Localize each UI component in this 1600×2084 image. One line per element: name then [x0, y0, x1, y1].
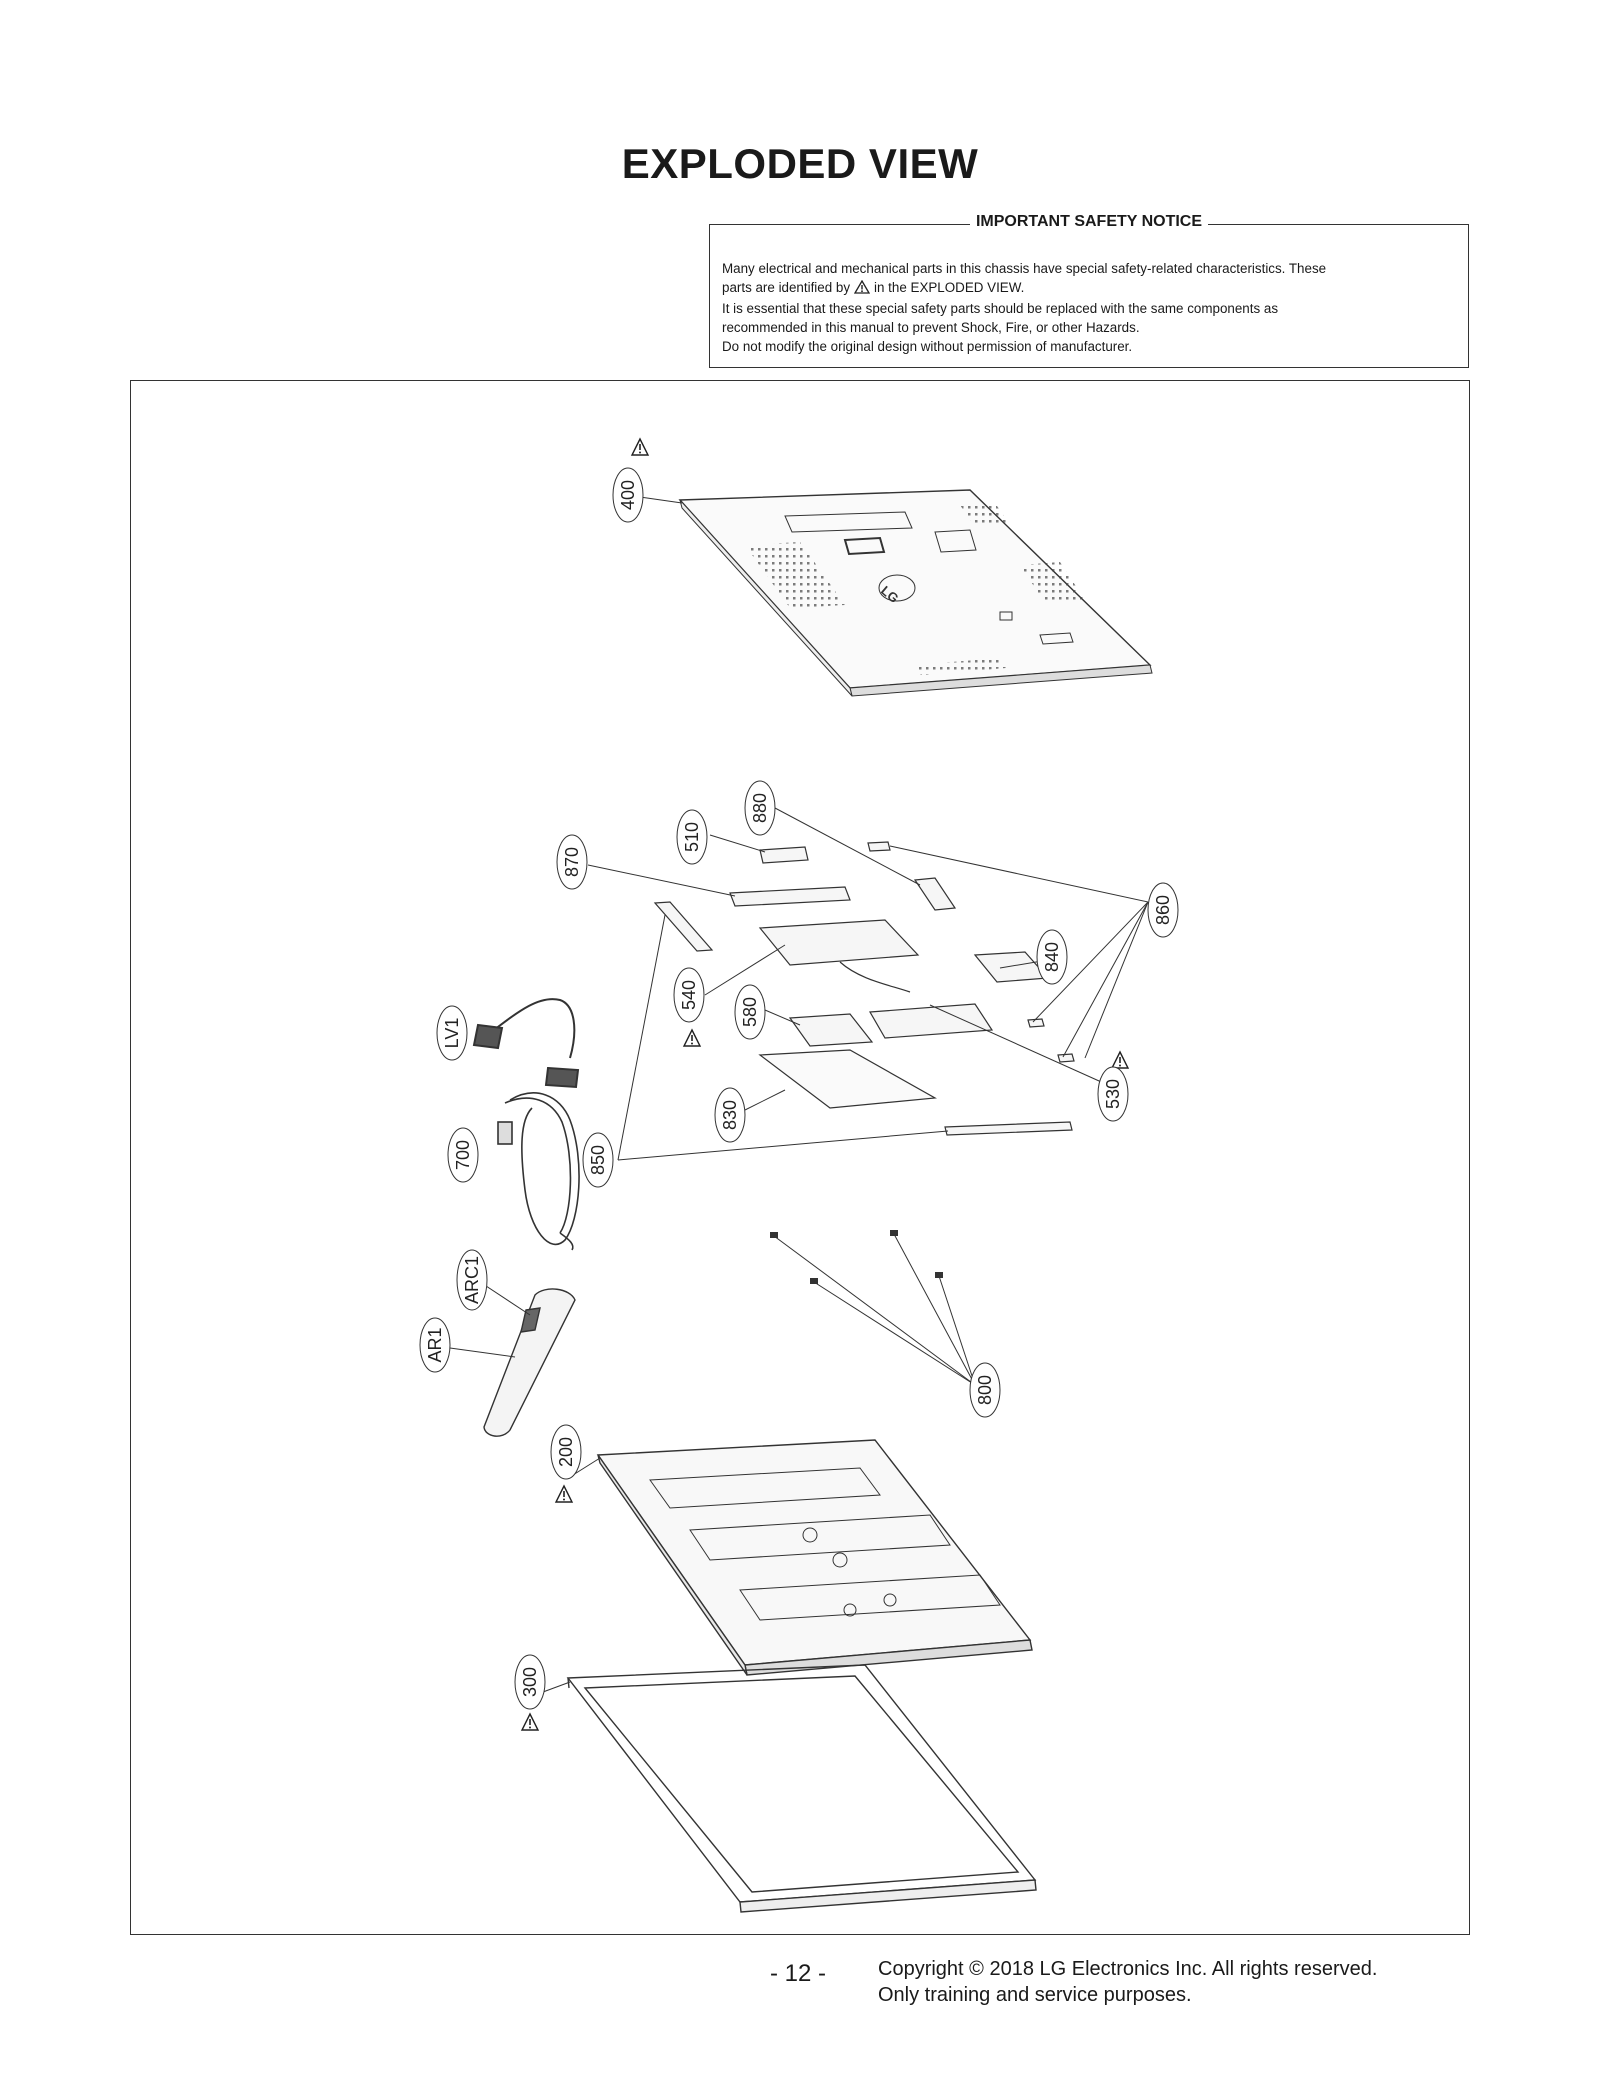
warning-triangle-icon	[683, 1029, 701, 1047]
callout-540: 540	[673, 967, 705, 1023]
remote-control-part	[483, 1288, 576, 1437]
notice-line-1: Many electrical and mechanical parts in …	[722, 261, 1327, 276]
notice-line-2a: parts are identified by	[722, 280, 851, 295]
callout-800: 800	[969, 1362, 1001, 1418]
callout-700: 700	[447, 1127, 479, 1183]
leader-lines	[449, 807, 1149, 1693]
svg-text:LV1: LV1	[442, 1018, 462, 1049]
callout-840: 840	[1036, 929, 1068, 985]
svg-text:400: 400	[618, 480, 638, 510]
back-cover-part: LG	[678, 489, 1153, 697]
svg-text:700: 700	[453, 1140, 473, 1170]
svg-text:850: 850	[588, 1145, 608, 1175]
svg-text:840: 840	[1042, 942, 1062, 972]
callout-400: 400	[612, 467, 644, 523]
svg-text:800: 800	[975, 1375, 995, 1405]
power-cord-part	[497, 1092, 580, 1251]
svg-text:540: 540	[679, 980, 699, 1010]
page-title: EXPLODED VIEW	[621, 140, 979, 187]
svg-text:510: 510	[682, 822, 702, 852]
notice-line-3: It is essential that these special safet…	[722, 301, 1279, 316]
callout-530: 530	[1097, 1066, 1129, 1122]
warning-triangle-icon	[853, 279, 871, 299]
svg-text:870: 870	[562, 847, 582, 877]
callout-300: 300	[514, 1654, 546, 1710]
lvds-cable-part	[472, 998, 580, 1089]
svg-text:ARC1: ARC1	[462, 1256, 482, 1304]
warning-triangle-icon	[521, 1713, 539, 1731]
callout-510: 510	[676, 809, 708, 865]
copyright-notice: Copyright © 2018 LG Electronics Inc. All…	[878, 1956, 1377, 2008]
warning-triangle-icon	[555, 1485, 573, 1503]
diagram-frame	[130, 380, 1470, 1935]
callout-200: 200	[550, 1424, 582, 1480]
purpose-line: Only training and service purposes.	[878, 1984, 1192, 2006]
notice-line-4: recommended in this manual to prevent Sh…	[722, 320, 1140, 335]
svg-text:860: 860	[1153, 895, 1173, 925]
front-bezel-part	[566, 1664, 1037, 1913]
callout-870: 870	[556, 834, 588, 890]
callout-850: 850	[582, 1132, 614, 1188]
callout-580: 580	[734, 984, 766, 1040]
svg-text:880: 880	[750, 793, 770, 823]
svg-text:AR1: AR1	[425, 1327, 445, 1362]
safety-notice-text: Many electrical and mechanical parts in …	[722, 259, 1456, 356]
screw-parts	[770, 1230, 943, 1284]
notice-line-2: parts are identified by in the EXPLODED V…	[722, 278, 1456, 299]
notice-line-2b: in the EXPLODED VIEW.	[874, 280, 1025, 295]
copyright-line: Copyright © 2018 LG Electronics Inc. All…	[878, 1958, 1378, 1980]
callout-ar1: AR1	[419, 1317, 451, 1373]
warning-triangle-icon	[631, 438, 649, 456]
callout-860: 860	[1147, 882, 1179, 938]
notice-line-5: Do not modify the original design withou…	[722, 339, 1133, 354]
callout-lv1: LV1	[436, 1005, 468, 1061]
safety-notice-heading: IMPORTANT SAFETY NOTICE	[969, 213, 1209, 230]
callout-880: 880	[744, 780, 776, 836]
safety-notice-box: IMPORTANT SAFETY NOTICE Many electrical …	[709, 213, 1469, 368]
svg-text:830: 830	[720, 1100, 740, 1130]
page-number: - 12 -	[770, 1960, 827, 1987]
callout-arc1: ARC1	[456, 1249, 488, 1311]
svg-text:530: 530	[1103, 1079, 1123, 1109]
warning-triangle-icon	[1111, 1051, 1129, 1069]
callout-830: 830	[714, 1087, 746, 1143]
panel-chassis-part	[596, 1439, 1033, 1676]
board-assembly-parts	[653, 841, 1075, 1136]
svg-text:200: 200	[556, 1437, 576, 1467]
svg-text:580: 580	[740, 997, 760, 1027]
svg-text:300: 300	[520, 1667, 540, 1697]
